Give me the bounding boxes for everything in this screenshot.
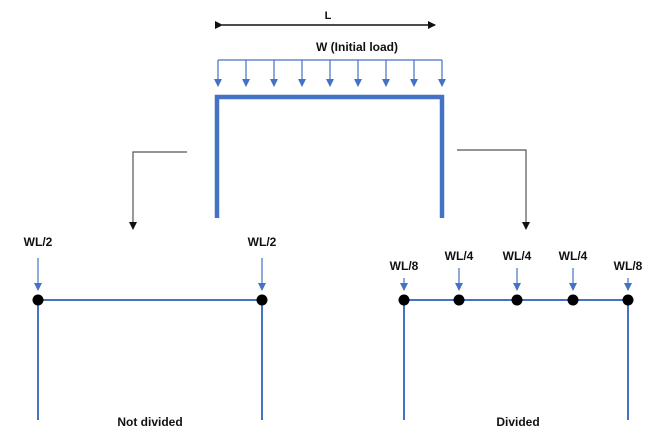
node-joint <box>398 294 410 306</box>
left-frame-members <box>37 299 263 420</box>
point-load-label: WL/4 <box>559 249 588 263</box>
distributed-load <box>214 59 446 87</box>
left-frame-caption: Not divided <box>117 415 182 429</box>
span-dimension: L <box>215 10 436 29</box>
left-frame: WL/2 WL/2 Not divided <box>24 235 277 429</box>
right-frame-caption: Divided <box>496 415 539 429</box>
initial-load-label: W (Initial load) <box>316 40 398 54</box>
node-joint <box>256 294 268 306</box>
point-load-label: WL/2 <box>248 235 277 249</box>
node-joint <box>622 294 634 306</box>
point-load-label: WL/8 <box>390 259 419 273</box>
top-frame-members <box>214 94 445 218</box>
right-frame-members <box>403 299 629 420</box>
right-frame: WL/8 WL/4 WL/4 WL/4WL/8 Divided <box>390 249 643 429</box>
node-joint <box>567 294 579 306</box>
node-joint <box>32 294 44 306</box>
point-load-label: WL/2 <box>24 235 53 249</box>
top-frame <box>214 94 445 218</box>
span-label: L <box>325 10 332 22</box>
connector-right-arrow <box>457 149 530 230</box>
node-joint <box>453 294 465 306</box>
connector-left-arrow <box>129 151 187 230</box>
point-load-label: WL/4 <box>445 249 474 263</box>
point-load-label: WL/8 <box>614 259 643 273</box>
point-load-label: WL/4 <box>503 249 532 263</box>
connector-left <box>129 151 187 230</box>
node-joint <box>511 294 523 306</box>
connector-right <box>457 149 530 230</box>
